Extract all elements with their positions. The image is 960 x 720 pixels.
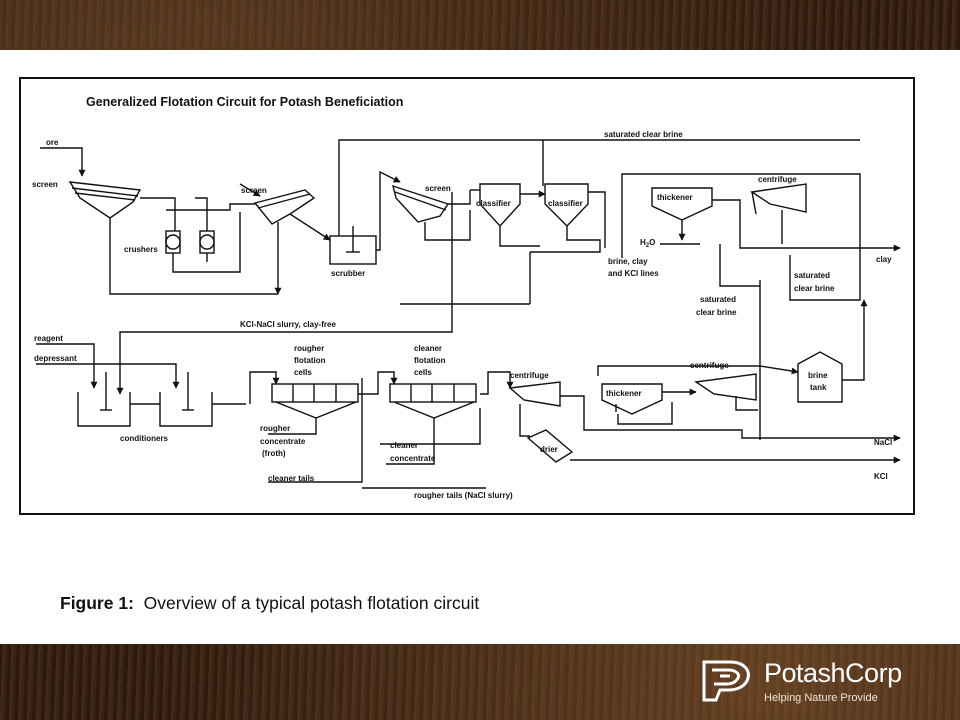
logo-name: PotashCorp <box>764 658 902 688</box>
label-rougher-tails: rougher tails (NaCl slurry) <box>414 491 513 500</box>
label-h2o: H2O <box>640 238 655 249</box>
label-clay: clay <box>876 255 892 264</box>
label-thickener-mid: thickener <box>606 389 642 398</box>
label-depressant: depressant <box>34 354 77 363</box>
dryer-icon <box>526 429 574 463</box>
diagram-frame <box>19 77 915 515</box>
label-rougher-conc-3: (froth) <box>262 449 286 458</box>
screen-1-icon <box>68 181 142 219</box>
potashcorp-logo: PotashCorp Helping Nature Provide <box>700 654 940 714</box>
potashcorp-mark-icon <box>702 660 750 702</box>
label-saturated-clear-brine-top: saturated clear brine <box>604 130 683 139</box>
label-rougher-3: cells <box>294 368 312 377</box>
label-kcl: KCl <box>874 472 888 481</box>
label-cleaner-conc-2: concentrate <box>390 454 436 463</box>
figure-caption: Figure 1: Overview of a typical potash f… <box>60 593 479 614</box>
rougher-flotation-cells-icon <box>271 383 359 419</box>
label-sat-brine-mid-1: saturated <box>700 295 736 304</box>
label-sat-brine-right-1: saturated <box>794 271 830 280</box>
label-rougher-conc-2: concentrate <box>260 437 306 446</box>
logo-tagline: Helping Nature Provide <box>764 692 878 704</box>
label-centrifuge-top: centrifuge <box>758 175 797 184</box>
centrifuge-mid-icon <box>508 381 561 407</box>
label-sat-brine-right-2: clear brine <box>794 284 835 293</box>
label-brine-tank-2: tank <box>810 383 827 392</box>
slide-panel <box>0 50 960 644</box>
label-brine-clay-1: brine, clay <box>608 257 648 266</box>
label-rougher-conc-1: rougher <box>260 424 290 433</box>
label-centrifuge-right: centrifuge <box>690 361 729 370</box>
label-conditioners: conditioners <box>120 434 169 443</box>
label-reagent: reagent <box>34 334 63 343</box>
centrifuge-top-icon <box>750 183 807 215</box>
label-screen-2: screen <box>241 186 267 195</box>
conditioners-icon <box>77 372 213 427</box>
diagram-title: Generalized Flotation Circuit for Potash… <box>86 95 403 109</box>
label-cleaner-1: cleaner <box>414 344 442 353</box>
classifier-1-icon <box>479 183 521 228</box>
label-cleaner-conc-1: cleaner <box>390 441 418 450</box>
label-cleaner-tails: cleaner tails <box>268 474 315 483</box>
label-nacl: NaCl <box>874 438 892 447</box>
label-scrubber: scrubber <box>331 269 365 278</box>
label-classifier-2: classifier <box>548 199 583 208</box>
screen-3-icon <box>392 184 450 223</box>
label-sat-brine-mid-2: clear brine <box>696 308 737 317</box>
label-ore: ore <box>46 138 59 147</box>
label-screen-3: screen <box>425 184 451 193</box>
label-brine-tank-1: brine <box>808 371 828 380</box>
thickener-mid-icon <box>601 383 663 415</box>
label-cleaner-3: cells <box>414 368 432 377</box>
label-centrifuge-mid: centrifuge <box>510 371 549 380</box>
cleaner-flotation-cells-icon <box>389 383 477 419</box>
brine-tank-icon <box>797 351 843 403</box>
label-thickener-top: thickener <box>657 193 693 202</box>
label-rougher-1: rougher <box>294 344 324 353</box>
scrubber-icon <box>329 226 377 265</box>
centrifuge-right-icon <box>694 373 757 401</box>
label-screen-1: screen <box>32 180 58 189</box>
label-brine-clay-2: and KCl lines <box>608 269 659 278</box>
label-kcl-nacl-slurry: KCl-NaCl slurry, clay-free <box>240 320 336 329</box>
label-rougher-2: flotation <box>294 356 326 365</box>
figure-caption-text: Overview of a typical potash flotation c… <box>143 593 480 613</box>
label-dryer: drier <box>540 445 558 454</box>
thickener-top-icon <box>651 187 713 221</box>
label-crushers: crushers <box>124 245 158 254</box>
screen-2-icon <box>253 189 316 225</box>
label-cleaner-2: flotation <box>414 356 446 365</box>
label-classifier-1: classifier <box>476 199 511 208</box>
crushers-icon <box>165 230 215 254</box>
figure-number: Figure 1: <box>60 593 134 613</box>
classifier-2-icon <box>544 183 589 228</box>
